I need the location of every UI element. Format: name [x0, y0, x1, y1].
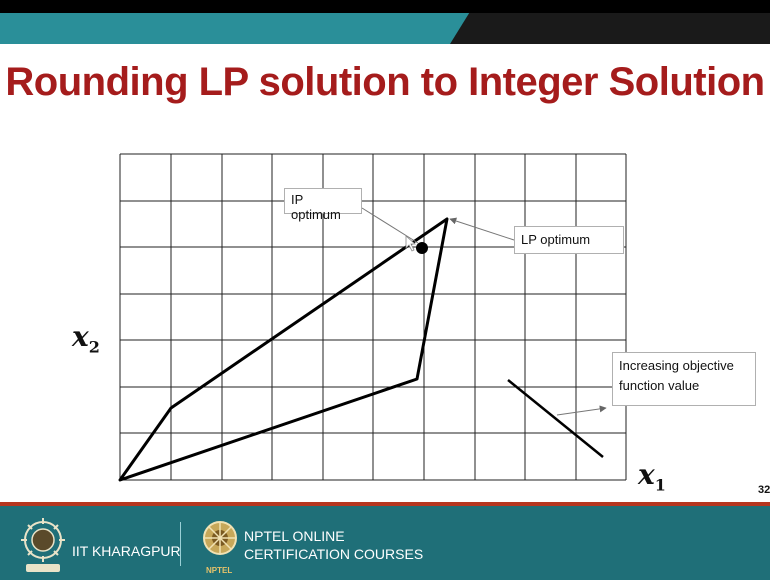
lp-callout-leader	[449, 217, 515, 241]
slide-page-number: 32	[758, 484, 770, 496]
objective-callout: Increasing objective function value	[612, 352, 756, 406]
feasible-region	[118, 217, 449, 482]
x-axis-label: x1	[638, 458, 666, 495]
ip-callout-leader	[361, 207, 419, 244]
y-axis-label: x2	[72, 320, 100, 357]
footer-institute: IIT KHARAGPUR	[72, 543, 181, 559]
footer-program-line1: NPTEL ONLINE	[244, 528, 345, 544]
iit-logo-icon	[21, 518, 65, 572]
lp-optimum-callout: LP optimum	[514, 226, 624, 254]
nptel-logo-icon	[203, 521, 237, 555]
footer-program-line2: CERTIFICATION COURSES	[244, 546, 424, 562]
top-black-bar	[0, 0, 770, 13]
grid	[119, 153, 627, 481]
objective-arrow	[556, 405, 607, 416]
footer-accent-line	[0, 502, 770, 506]
cursor-icon	[405, 235, 417, 252]
slide-title: Rounding LP solution to Integer Solution	[5, 60, 765, 104]
footer-band	[0, 502, 770, 580]
footer-nptel-logo-text: NPTEL	[206, 566, 233, 575]
ip-optimum-callout: IP optimum	[284, 188, 362, 222]
footer-divider	[180, 522, 181, 566]
objective-line	[507, 379, 604, 458]
header-dark-wedge	[450, 13, 770, 44]
ip-optimum-point	[416, 242, 428, 254]
